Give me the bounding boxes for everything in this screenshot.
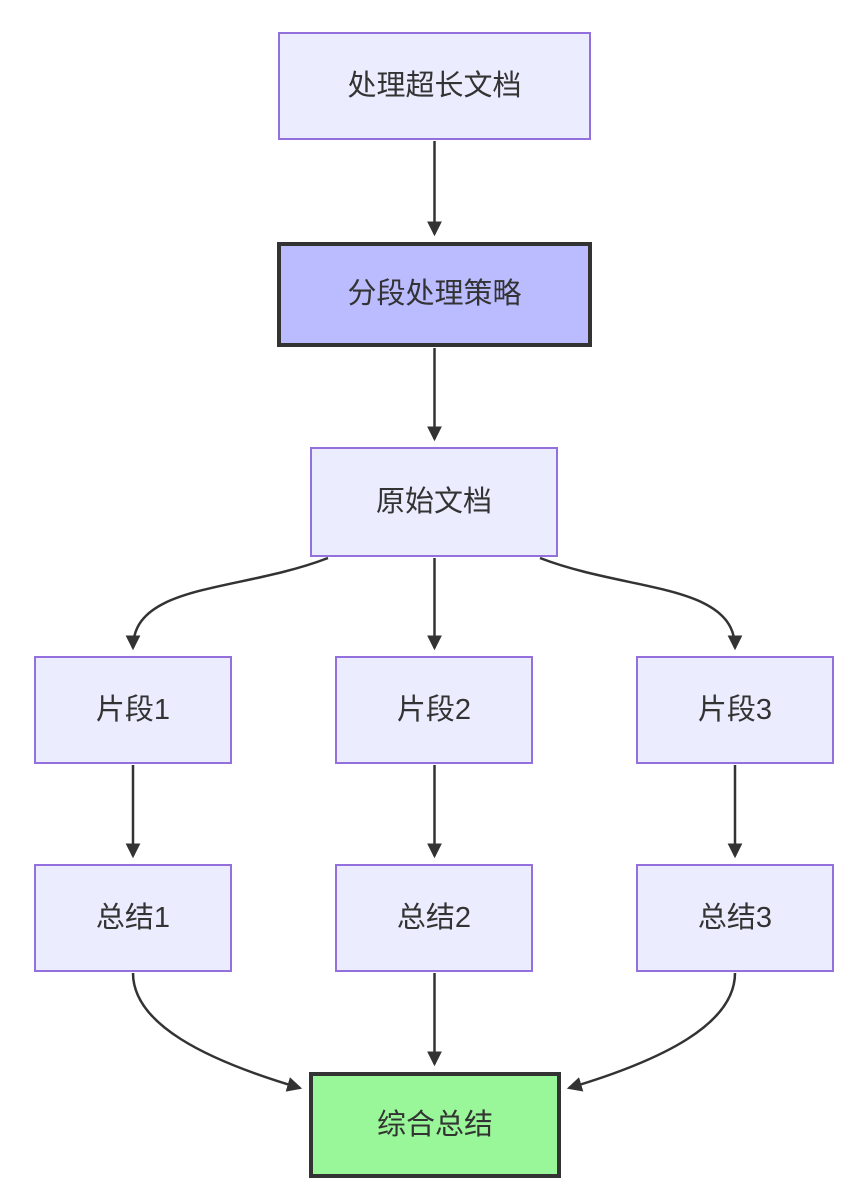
node-segment-3: 片段3: [636, 656, 834, 764]
node-label: 分段处理策略: [347, 278, 522, 311]
node-label: 片段1: [95, 693, 171, 726]
node-segment-2: 片段2: [335, 656, 533, 764]
node-label: 总结3: [697, 901, 773, 934]
node-label: 处理超长文档: [347, 69, 522, 102]
node-label: 综合总结: [376, 1108, 493, 1141]
node-label: 片段2: [396, 693, 472, 726]
node-label: 总结1: [95, 901, 171, 934]
edge-sum1-to-final: [131, 972, 303, 1092]
edge-original-to-seg1: [125, 556, 329, 651]
node-summary-2: 总结2: [335, 864, 533, 972]
node-combined-summary: 综合总结: [309, 1072, 561, 1178]
node-original-document: 原始文档: [310, 447, 558, 557]
node-summary-1: 总结1: [34, 864, 232, 972]
node-process-long-document: 处理超长文档: [278, 32, 591, 140]
edge-original-to-seg3: [539, 556, 743, 651]
node-label: 原始文档: [375, 485, 492, 518]
edge-sum3-to-final: [566, 972, 737, 1092]
node-summary-3: 总结3: [636, 864, 834, 972]
node-label: 总结2: [396, 901, 472, 934]
node-segmentation-strategy: 分段处理策略: [277, 242, 592, 347]
node-label: 片段3: [697, 693, 773, 726]
node-segment-1: 片段1: [34, 656, 232, 764]
